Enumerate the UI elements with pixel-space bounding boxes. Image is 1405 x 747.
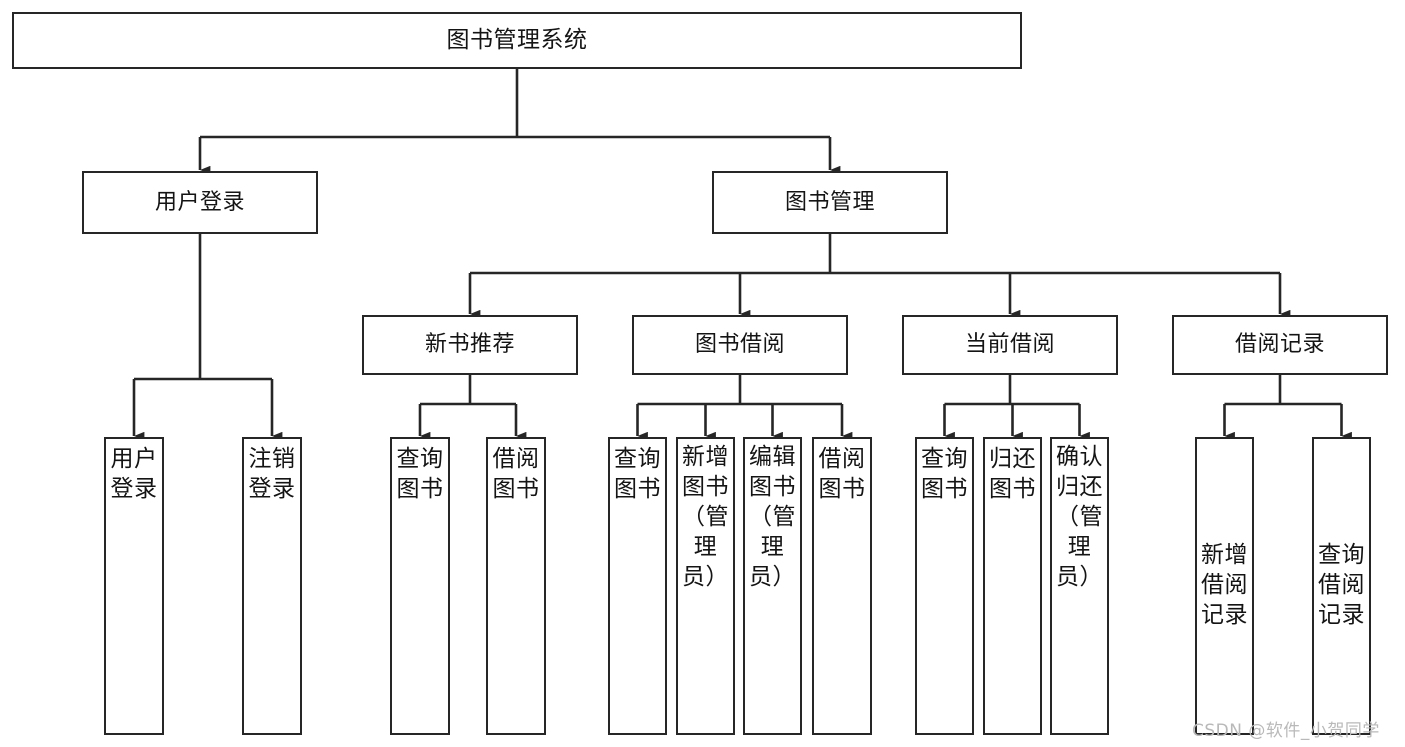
node-user-login-label: 用户登录 [154,189,245,215]
node-borrow-record[interactable]: 借阅记录 [1172,315,1388,375]
node-current-borrow-label: 当前借阅 [964,332,1055,358]
leaf-add-book-admin[interactable]: 新增图书（管理员） [676,437,735,735]
node-book-manage-label: 图书管理 [784,189,875,215]
leaf-add-book-admin-label: 新增图书（管理员） [682,444,729,590]
leaf-query-book-2-label: 查询图书 [614,446,661,502]
leaf-logout-login-label: 注销登录 [248,446,296,502]
leaf-confirm-return-admin-label: 确认归还（管理员） [1056,444,1103,590]
leaf-user-login-label: 用户登录 [110,446,158,502]
leaf-query-borrow-record[interactable]: 查询借阅记录 [1312,437,1371,735]
leaf-query-borrow-record-label: 查询借阅记录 [1318,542,1365,628]
node-new-book-recommend[interactable]: 新书推荐 [362,315,578,375]
node-book-borrow[interactable]: 图书借阅 [632,315,848,375]
leaf-return-book[interactable]: 归还图书 [983,437,1042,735]
leaf-borrow-book-1-label: 借阅图书 [492,446,540,502]
leaf-query-book-1-label: 查询图书 [396,446,444,502]
leaf-query-book-2[interactable]: 查询图书 [608,437,667,735]
leaf-add-borrow-record[interactable]: 新增借阅记录 [1195,437,1254,735]
leaf-return-book-label: 归还图书 [989,446,1036,502]
node-borrow-record-label: 借阅记录 [1234,332,1325,358]
node-root[interactable]: 图书管理系统 [12,12,1022,69]
node-current-borrow[interactable]: 当前借阅 [902,315,1118,375]
leaf-query-book-3-label: 查询图书 [921,446,968,502]
node-book-manage[interactable]: 图书管理 [712,171,948,234]
leaf-query-book-1[interactable]: 查询图书 [390,437,450,735]
leaf-add-borrow-record-label: 新增借阅记录 [1201,542,1248,628]
leaf-borrow-book-1[interactable]: 借阅图书 [486,437,546,735]
leaf-borrow-book-2[interactable]: 借阅图书 [812,437,872,735]
csdn-watermark: CSDN @软件_小贺同学 [1192,721,1380,741]
leaf-edit-book-admin[interactable]: 编辑图书（管理员） [743,437,802,735]
node-book-borrow-label: 图书借阅 [694,332,785,358]
leaf-edit-book-admin-label: 编辑图书（管理员） [749,444,796,590]
node-new-book-recommend-label: 新书推荐 [424,332,515,358]
node-root-label: 图书管理系统 [446,26,588,53]
node-user-login[interactable]: 用户登录 [82,171,318,234]
leaf-query-book-3[interactable]: 查询图书 [915,437,974,735]
leaf-confirm-return-admin[interactable]: 确认归还（管理员） [1050,437,1109,735]
leaf-borrow-book-2-label: 借阅图书 [818,446,866,502]
leaf-user-login[interactable]: 用户登录 [104,437,164,735]
leaf-logout-login[interactable]: 注销登录 [242,437,302,735]
